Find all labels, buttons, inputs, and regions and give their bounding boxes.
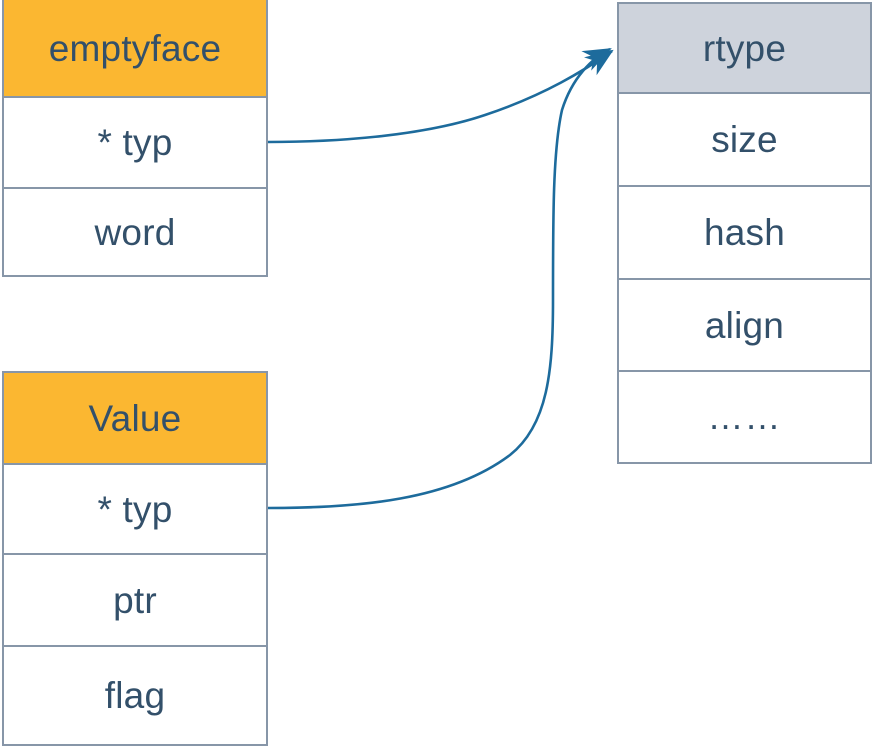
struct-emptyface-field-typ[interactable]: * typ	[4, 98, 266, 189]
struct-rtype-field-ellipsis: ……	[619, 372, 870, 462]
struct-rtype-field-align[interactable]: align	[619, 280, 870, 372]
struct-rtype-header: rtype	[619, 4, 870, 94]
struct-value-header: Value	[4, 373, 266, 465]
struct-emptyface-field-word[interactable]: word	[4, 189, 266, 275]
struct-rtype-field-size[interactable]: size	[619, 94, 870, 187]
struct-value[interactable]: Value * typ ptr flag	[2, 371, 268, 746]
struct-value-field-flag[interactable]: flag	[4, 647, 266, 744]
connector-emptyface-typ-to-rtype	[267, 49, 614, 144]
struct-rtype-field-hash[interactable]: hash	[619, 187, 870, 280]
connector-value-typ-to-rtype	[267, 47, 612, 510]
struct-value-field-ptr[interactable]: ptr	[4, 555, 266, 647]
struct-rtype[interactable]: rtype size hash align ……	[617, 2, 872, 464]
struct-emptyface-header: emptyface	[4, 0, 266, 98]
struct-value-field-typ[interactable]: * typ	[4, 465, 266, 555]
struct-emptyface[interactable]: emptyface * typ word	[2, 0, 268, 277]
